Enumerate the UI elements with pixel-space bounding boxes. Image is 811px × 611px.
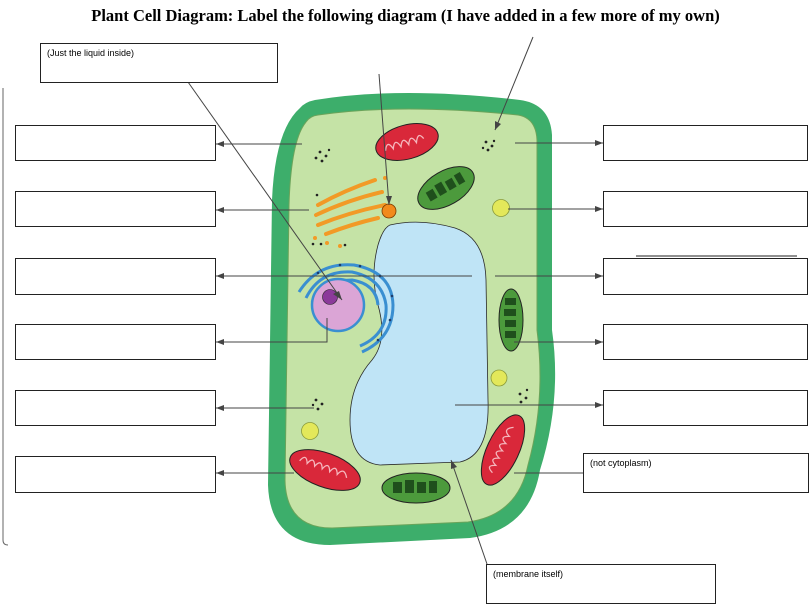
cytoplasm-hint: (Just the liquid inside)	[47, 48, 135, 58]
label-box-left-3[interactable]	[15, 258, 216, 295]
nucleolus	[322, 289, 338, 305]
page-edge-line	[2, 88, 9, 546]
mitochondrion-right	[480, 414, 526, 486]
label-box-right-1[interactable]	[603, 125, 808, 161]
cell-wall-hint: (not cytoplasm)	[590, 458, 652, 468]
label-box-left-6[interactable]	[15, 456, 216, 493]
lysosome	[381, 203, 397, 219]
chloroplast-top	[417, 166, 475, 210]
ribosomes	[311, 139, 529, 411]
label-box-right-2[interactable]	[603, 191, 808, 227]
label-box-left-4[interactable]	[15, 324, 216, 360]
arrowheads	[216, 121, 603, 476]
golgi-apparatus	[314, 178, 387, 236]
chloroplast-right	[498, 288, 524, 352]
label-box-cytoplasm[interactable]: (Just the liquid inside)	[40, 43, 278, 83]
label-box-right-4[interactable]	[603, 324, 808, 360]
label-box-left-5[interactable]	[15, 390, 216, 426]
label-box-right-5[interactable]	[603, 390, 808, 426]
label-box-left-1[interactable]	[15, 125, 216, 161]
membrane-hint: (membrane itself)	[493, 569, 564, 579]
chloroplast-bottom	[381, 472, 451, 504]
label-box-cell-wall[interactable]: (not cytoplasm)	[583, 453, 809, 493]
label-box-membrane[interactable]: (membrane itself)	[486, 564, 716, 604]
label-box-right-3[interactable]	[603, 258, 808, 295]
label-pointer-lines	[187, 36, 603, 565]
mitochondrion-bottom-left	[289, 449, 361, 491]
mitochondrion-top	[375, 123, 439, 161]
label-box-left-2[interactable]	[15, 191, 216, 227]
nucleus	[310, 277, 366, 333]
page-title: Plant Cell Diagram: Label the following …	[91, 6, 720, 25]
golgi-vesicles	[313, 176, 387, 248]
granules	[301, 199, 510, 440]
